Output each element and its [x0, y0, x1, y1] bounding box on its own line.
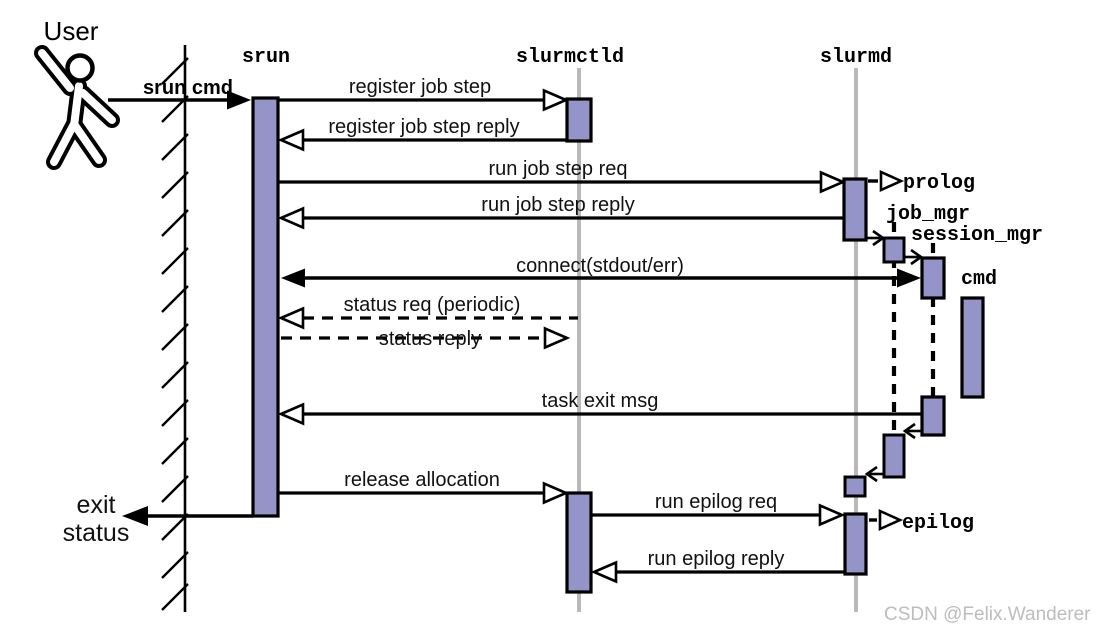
open-arrowhead-left [277, 206, 305, 230]
arrow-slurmd-to-job-mgr [866, 229, 886, 247]
srun-title: srun [242, 46, 290, 69]
prolog-title: prolog [903, 172, 975, 195]
arrow-job-mgr-to-slurmd [864, 465, 883, 483]
message-register-job-step: register job step [278, 76, 570, 112]
session-mgr-title: session_mgr [911, 224, 1043, 247]
open-arrowhead-right [879, 169, 905, 193]
open-arrowhead-left [590, 560, 618, 584]
arrow-job-mgr-to-session-mgr [904, 248, 924, 266]
slurmctld-activation-release [565, 491, 593, 594]
open-arrowhead-right [543, 326, 571, 350]
cmd-title: cmd [961, 268, 997, 291]
svg-text:run epilog reply: run epilog reply [648, 548, 785, 570]
message-srun-cmd: srun cmd [108, 77, 251, 110]
srun-activation [251, 96, 280, 518]
svg-text:status: status [63, 519, 130, 547]
open-arrowhead-right [819, 170, 847, 194]
filled-arrowhead-right [897, 268, 921, 288]
session-mgr-activation-end [920, 395, 946, 437]
svg-text:srun cmd: srun cmd [143, 77, 233, 99]
filled-arrowhead-left [281, 268, 305, 288]
message-run-job-step-reply: run job step reply [277, 194, 844, 230]
svg-text:run job step reply: run job step reply [481, 194, 634, 216]
open-arrowhead-right [878, 508, 904, 532]
svg-text:register job step: register job step [349, 76, 491, 98]
slurmd-title: slurmd [820, 46, 892, 69]
svg-text:status reply: status reply [379, 328, 481, 350]
message-connect-stdout-err: connect(stdout/err) [281, 255, 921, 288]
slurmctld-title: slurmctld [516, 46, 624, 69]
slurmctld-activation-register [565, 97, 593, 143]
svg-text:run job step req: run job step req [489, 158, 628, 180]
filled-arrowhead-right [227, 90, 251, 110]
open-arrowhead-right [542, 481, 570, 505]
slurmd-activation-cleanup [843, 475, 867, 498]
wall-hatching [161, 57, 189, 611]
filled-arrowhead-left [122, 506, 148, 526]
message-task-exit-msg: task exit msg [277, 390, 922, 426]
slurmd-activation-runstep [842, 177, 868, 242]
message-epilog-call [869, 508, 904, 532]
message-prolog-call [868, 169, 905, 193]
message-release-allocation: release allocation [278, 469, 570, 505]
watermark: CSDN @Felix.Wanderer [884, 604, 1091, 625]
svg-text:run epilog req: run epilog req [655, 491, 777, 513]
message-status-reply: status reply [281, 326, 571, 350]
svg-text:status req (periodic): status req (periodic) [344, 294, 521, 316]
message-run-job-step-req: run job step req [278, 158, 847, 194]
user-label: User [44, 16, 99, 46]
epilog-title: epilog [902, 512, 974, 535]
open-arrowhead-left [277, 128, 305, 152]
arrow-session-mgr-to-job-mgr [902, 422, 921, 440]
message-run-epilog-req: run epilog req [591, 491, 846, 527]
message-status-req: status req (periodic) [277, 294, 578, 330]
svg-text:release allocation: release allocation [344, 469, 500, 491]
svg-text:exit: exit [77, 491, 116, 519]
message-register-job-step-reply: register job step reply [277, 116, 567, 152]
session-mgr-activation-start [920, 256, 946, 300]
cmd-activation [960, 296, 985, 399]
job-mgr-title: job_mgr [886, 203, 970, 226]
message-exit-status: exit status [63, 491, 253, 547]
open-arrowhead-right [818, 503, 846, 527]
open-arrowhead-left [277, 306, 305, 330]
user-figure [34, 45, 120, 170]
svg-text:register job step reply: register job step reply [328, 116, 519, 138]
job-mgr-activation-start [882, 236, 906, 264]
svg-text:task exit msg: task exit msg [542, 390, 659, 412]
slurmd-activation-epilog [843, 512, 868, 576]
user-head [65, 53, 95, 83]
message-run-epilog-reply: run epilog reply [590, 548, 844, 584]
open-arrowhead-right [542, 88, 570, 112]
svg-text:connect(stdout/err): connect(stdout/err) [516, 255, 684, 277]
open-arrowhead-left [277, 402, 305, 426]
job-mgr-activation-end [882, 433, 906, 479]
